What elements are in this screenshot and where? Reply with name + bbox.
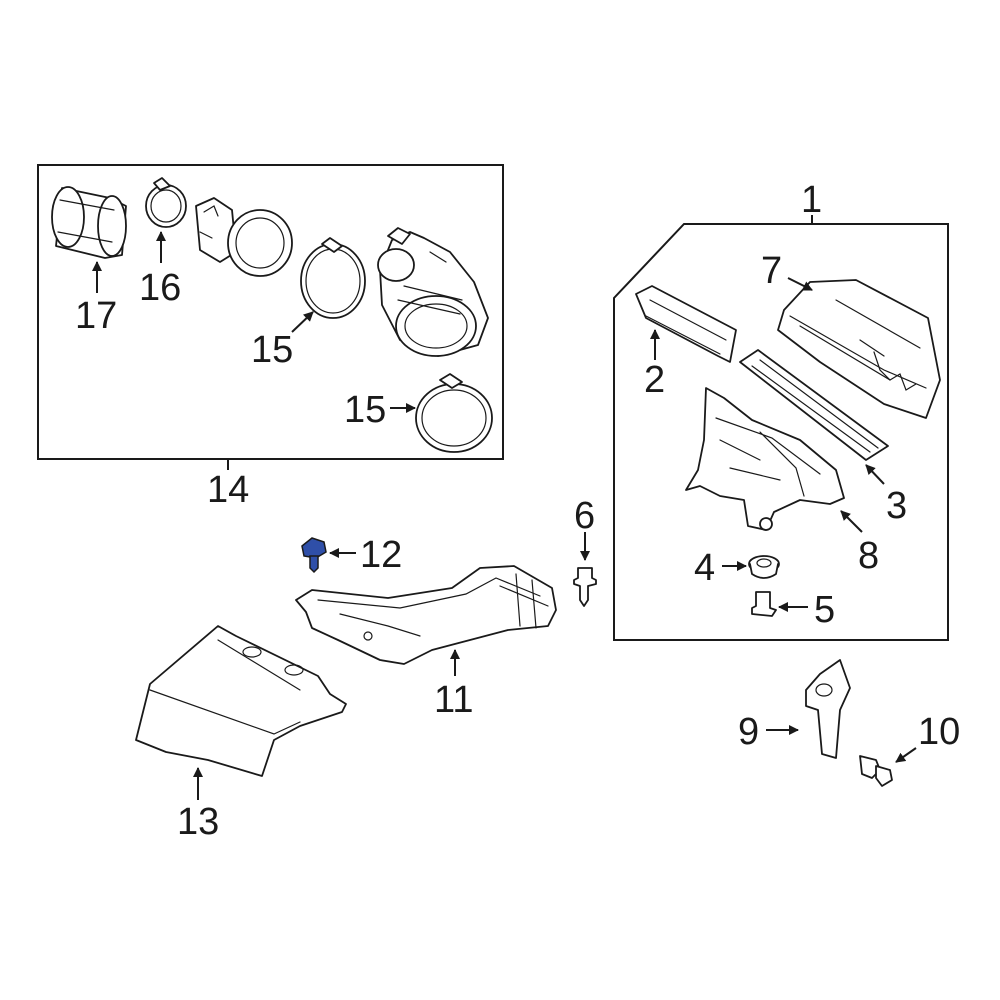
intake-hose-part-17[interactable] xyxy=(51,186,127,259)
air-flow-sensor-housing[interactable] xyxy=(195,197,293,277)
callout-16: 16 xyxy=(139,267,181,309)
bolt-part-12[interactable] xyxy=(301,537,327,574)
callout-10: 10 xyxy=(918,711,960,753)
callout-3: 3 xyxy=(886,485,907,527)
callout-9: 9 xyxy=(738,711,759,753)
callout-14: 14 xyxy=(207,469,249,511)
callout-15-lower: 15 xyxy=(344,389,386,431)
air-guide-cover-part-13[interactable] xyxy=(135,625,347,777)
callout-7: 7 xyxy=(761,250,782,292)
push-clip-part-6[interactable] xyxy=(573,567,597,607)
callout-2: 2 xyxy=(644,359,665,401)
callout-15-upper: 15 xyxy=(251,329,293,371)
hose-clamp-part-15-lower[interactable] xyxy=(415,373,493,453)
callout-12: 12 xyxy=(360,534,402,576)
bolt-part-10[interactable] xyxy=(859,755,893,787)
callout-4: 4 xyxy=(694,547,715,589)
group-box-14 xyxy=(37,164,504,460)
callout-17: 17 xyxy=(75,295,117,337)
callout-6: 6 xyxy=(574,495,595,537)
callout-11: 11 xyxy=(434,679,473,721)
callout-8: 8 xyxy=(858,535,879,577)
group-box-1 xyxy=(613,223,949,641)
inlet-duct-part-2[interactable] xyxy=(635,285,737,363)
air-cleaner-upper-housing-part-7[interactable] xyxy=(777,279,941,419)
bracket-part-9[interactable] xyxy=(805,659,851,759)
grommet-part-4[interactable] xyxy=(748,555,780,579)
air-filter-element-part-3[interactable] xyxy=(739,349,889,461)
callout-5: 5 xyxy=(814,589,835,631)
intake-elbow-hose[interactable] xyxy=(377,227,489,357)
hose-clamp-part-16[interactable] xyxy=(145,177,187,228)
callout-13: 13 xyxy=(177,801,219,843)
air-cleaner-lower-housing-part-8[interactable] xyxy=(685,387,845,531)
hose-clamp-part-15-upper[interactable] xyxy=(300,237,366,319)
air-duct-part-11[interactable] xyxy=(295,565,557,665)
callout-1: 1 xyxy=(801,179,822,221)
bushing-part-5[interactable] xyxy=(751,591,777,617)
